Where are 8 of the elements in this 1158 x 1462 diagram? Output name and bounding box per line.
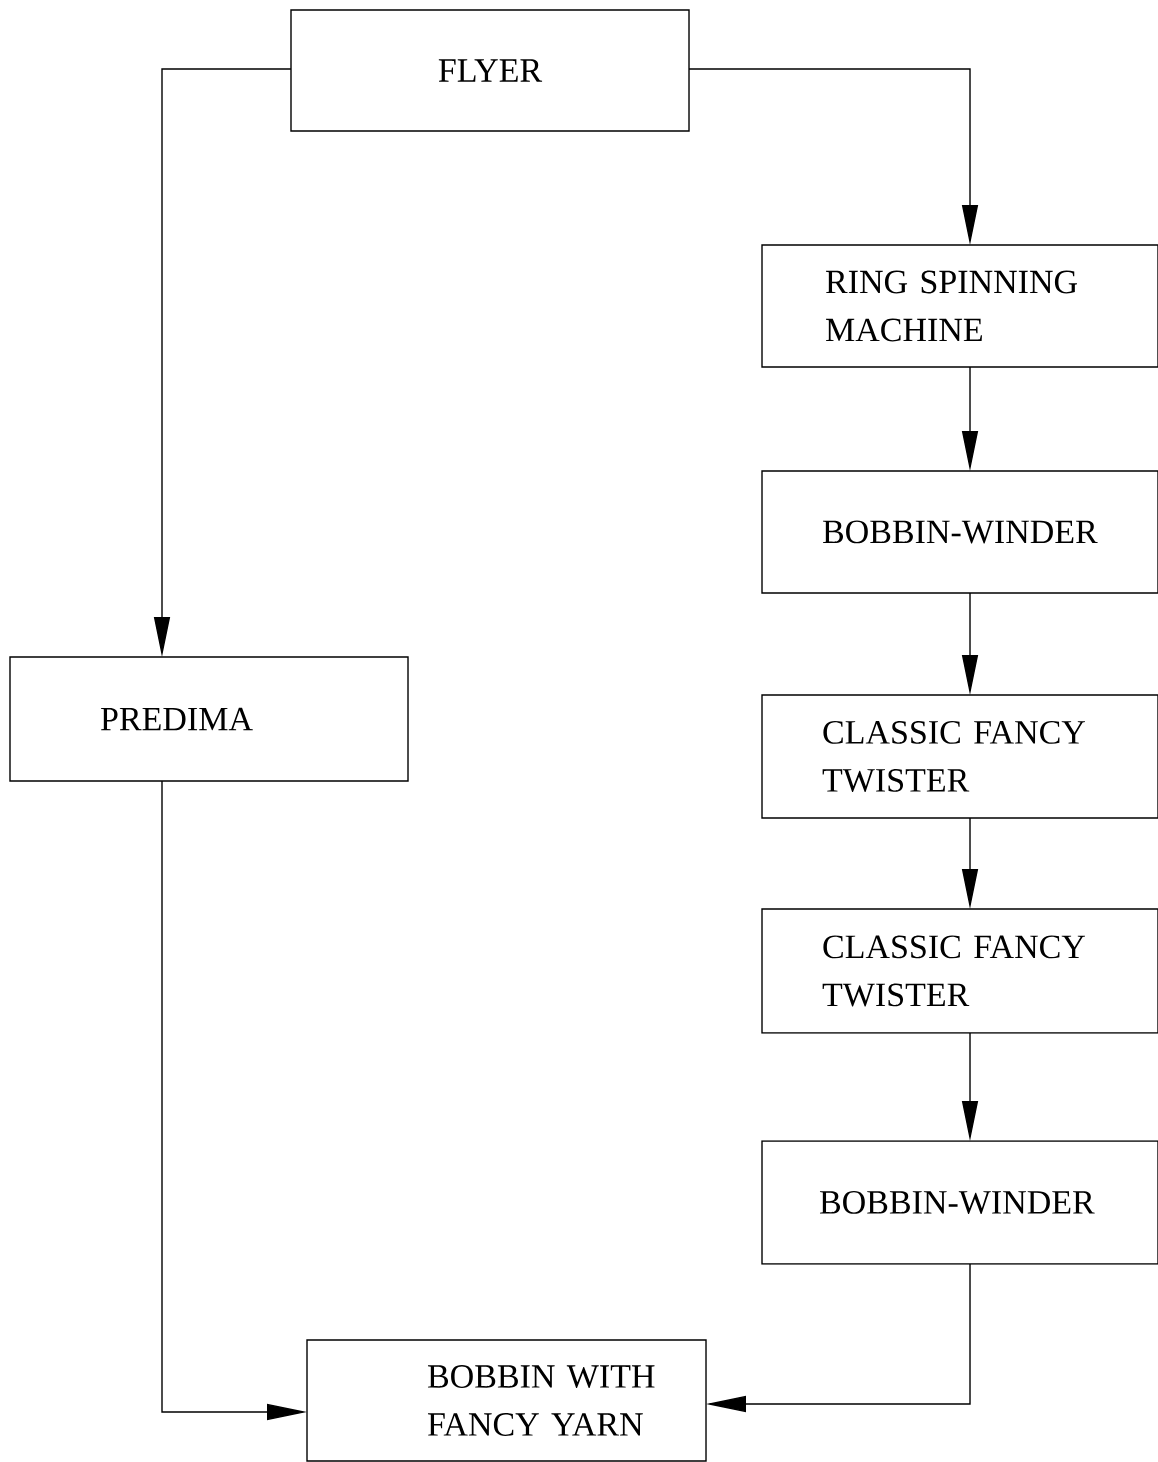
process-box: RING SPINNING MACHINE [761,244,1158,368]
process-box: PREDIMA [9,656,409,782]
process-box: FLYER [290,9,690,132]
process-box: BOBBIN-WINDER [761,470,1158,594]
process-box: CLASSIC FANCY TWISTER [761,908,1158,1034]
process-box: BOBBIN WITH FANCY YARN [306,1339,707,1462]
process-box: BOBBIN-WINDER [761,1140,1158,1265]
process-box: CLASSIC FANCY TWISTER [761,694,1158,819]
